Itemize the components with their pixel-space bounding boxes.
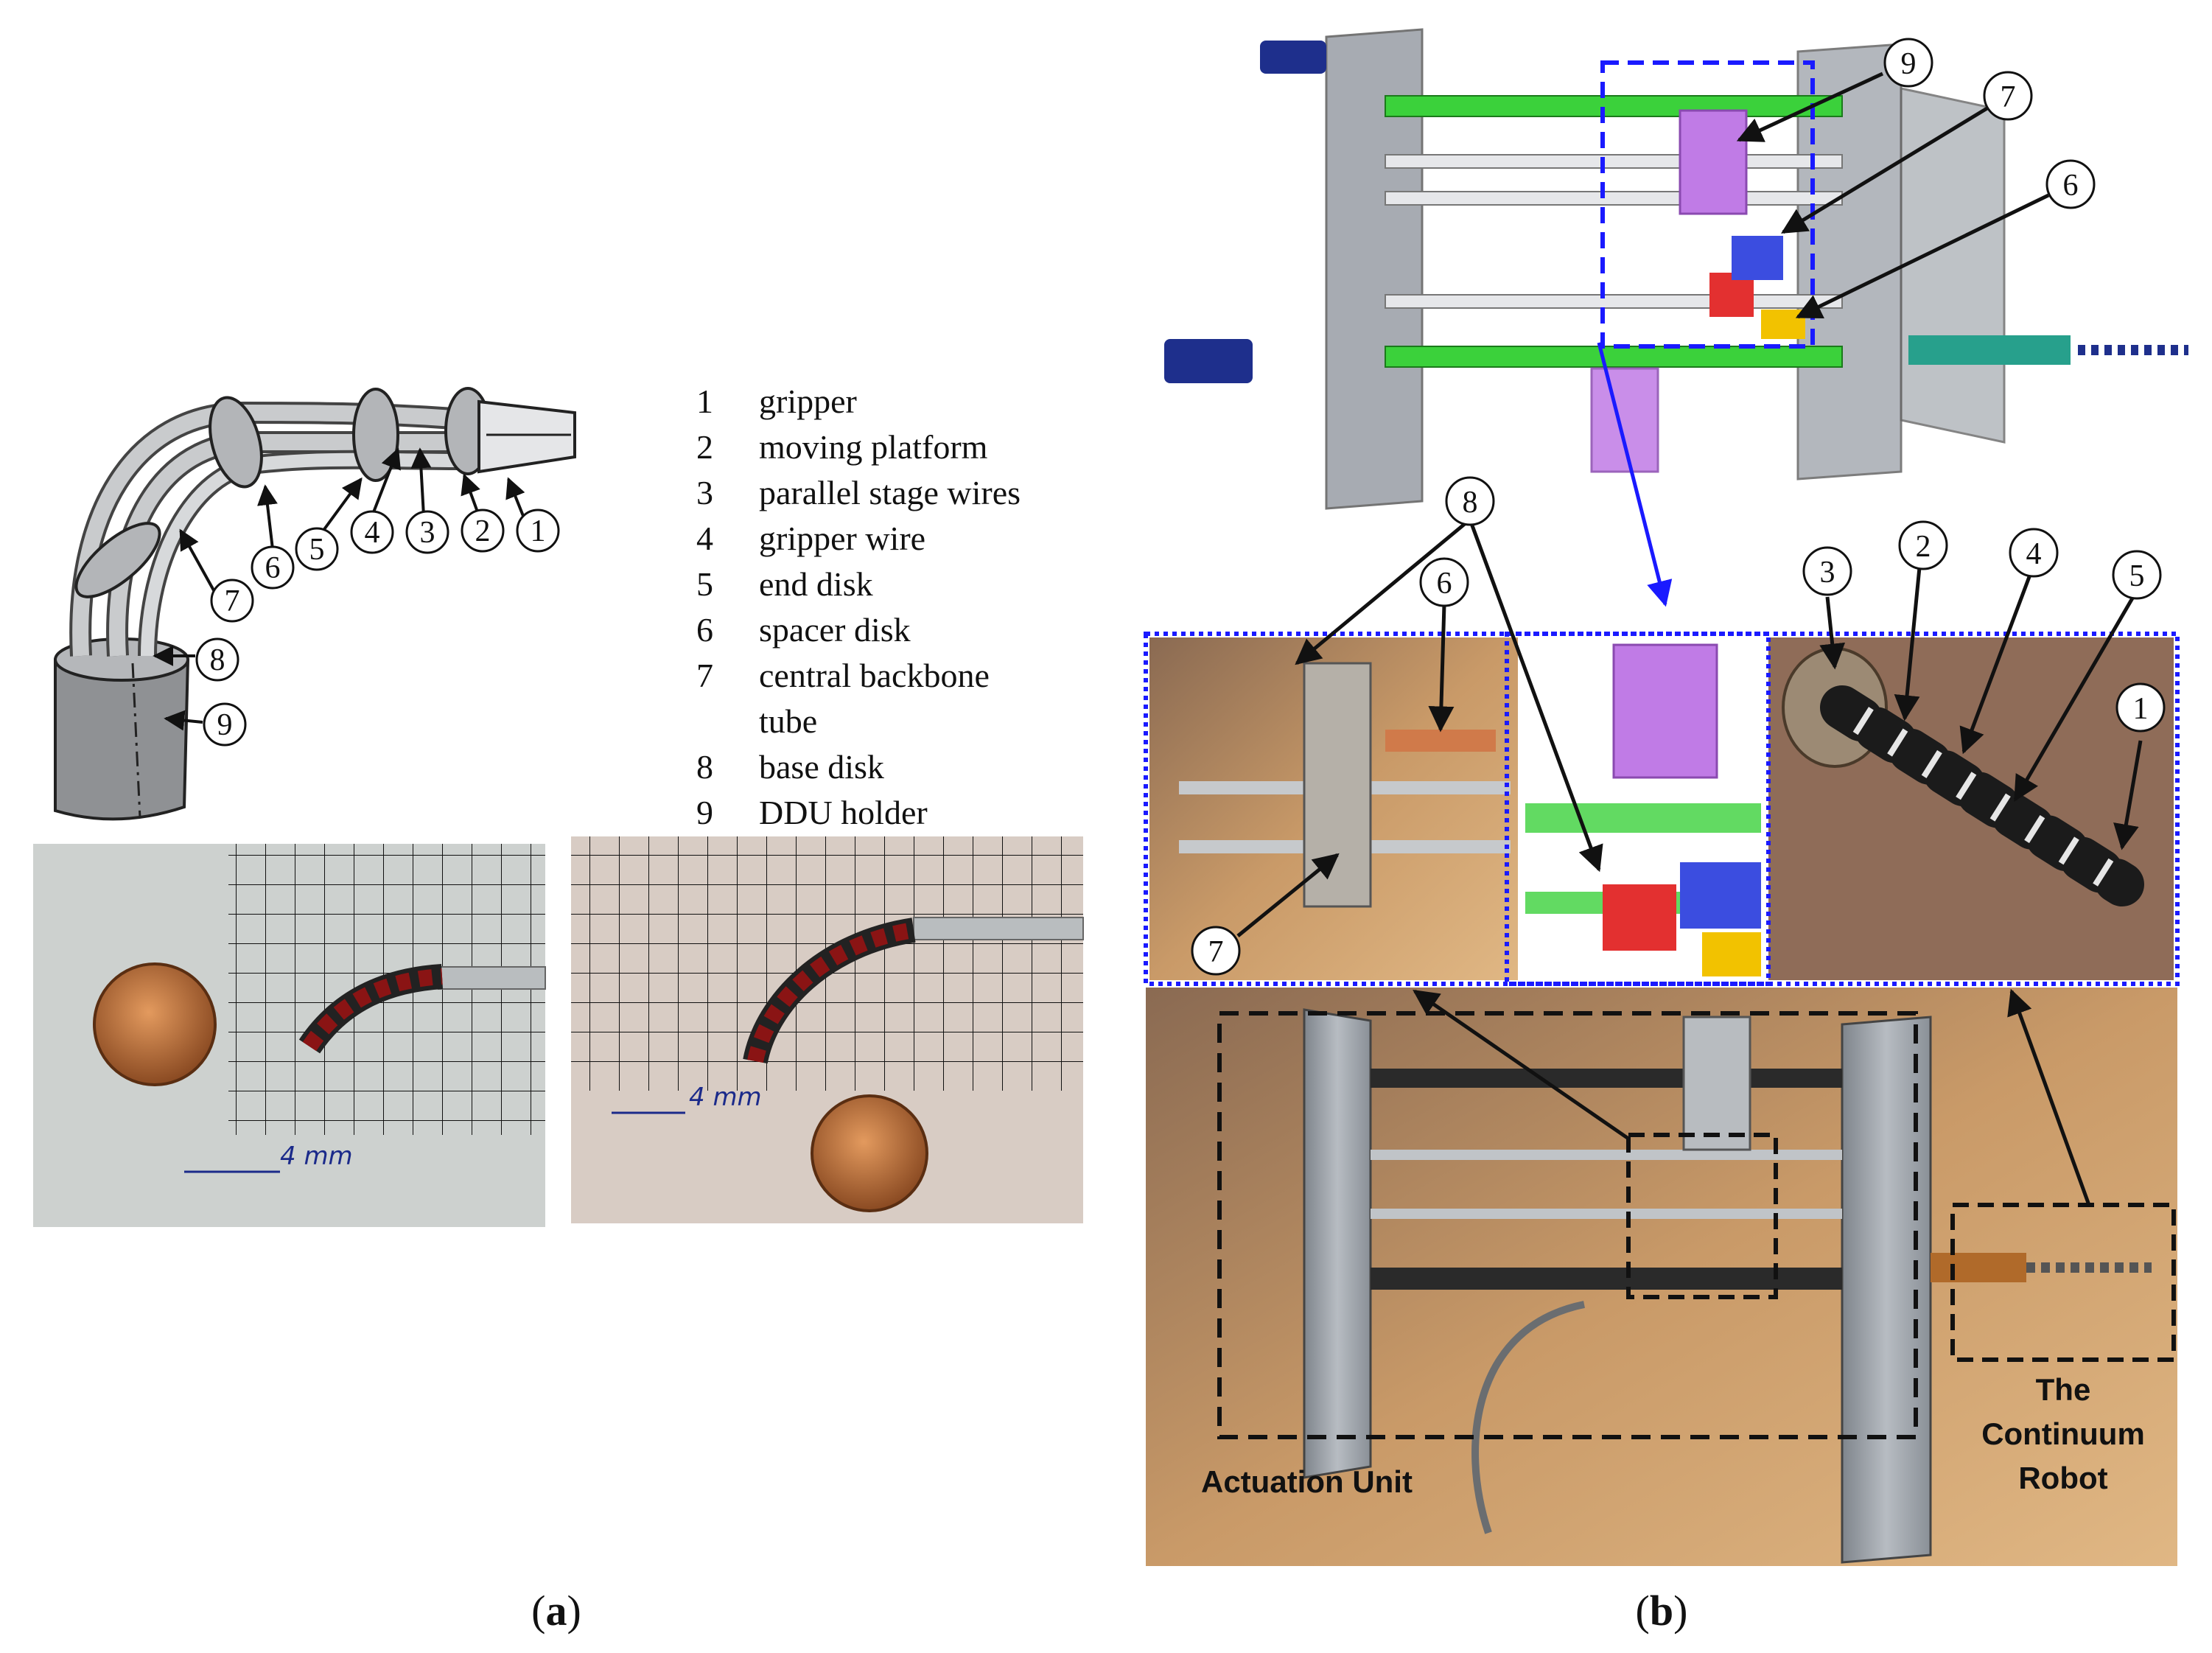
legend-label: gripper xyxy=(759,382,857,420)
svg-text:2: 2 xyxy=(696,428,713,466)
schematic-drawing: 1 2 3 4 5 6 7 8 9 xyxy=(54,387,576,821)
callout-b-1: 1 xyxy=(2115,682,2166,733)
svg-text:7: 7 xyxy=(225,584,240,618)
callout-b-4: 4 xyxy=(2009,528,2059,578)
svg-text:4 mm: 4 mm xyxy=(280,1142,353,1171)
svg-text:9: 9 xyxy=(696,794,713,831)
callout-b-9: 9 xyxy=(1883,38,1933,88)
callout-b-2: 2 xyxy=(1898,520,1948,570)
svg-text:4 mm: 4 mm xyxy=(689,1083,762,1112)
svg-text:moving platform: moving platform xyxy=(759,428,988,466)
cad-rendering xyxy=(1164,28,2188,510)
svg-text:8: 8 xyxy=(696,748,713,786)
callout-b-7-lower: 7 xyxy=(1191,926,1241,976)
svg-text:1: 1 xyxy=(531,514,546,548)
caption-a: (a) xyxy=(531,1587,581,1635)
svg-text:6: 6 xyxy=(265,551,281,585)
penny xyxy=(811,1094,928,1212)
svg-text:5: 5 xyxy=(309,533,325,567)
callout-b-3: 3 xyxy=(1802,546,1852,596)
svg-text:8: 8 xyxy=(210,643,225,677)
callout-a-3: 3 xyxy=(405,510,449,554)
legend-num: 1 xyxy=(696,382,713,420)
svg-text:7: 7 xyxy=(2001,80,2016,114)
svg-text:3: 3 xyxy=(696,474,713,511)
callout-a-6: 6 xyxy=(251,545,295,590)
svg-text:8: 8 xyxy=(1463,486,1478,520)
svg-text:end disk: end disk xyxy=(759,565,873,603)
callout-a-9: 9 xyxy=(203,702,247,747)
blue-dashed-zoom-box xyxy=(1600,60,1815,349)
continuum-robot-label-3: Robot xyxy=(2018,1461,2107,1495)
svg-text:6: 6 xyxy=(696,611,713,649)
svg-text:3: 3 xyxy=(420,516,435,550)
svg-text:2: 2 xyxy=(1916,530,1931,564)
system-photo xyxy=(1146,988,2177,1566)
svg-text:5: 5 xyxy=(696,565,713,603)
svg-text:6: 6 xyxy=(1437,567,1452,601)
grid-photo-left: 4 mm xyxy=(33,844,546,1227)
callout-a-8: 8 xyxy=(195,637,239,682)
callout-a-7: 7 xyxy=(210,579,254,623)
callout-a-2: 2 xyxy=(461,509,505,553)
svg-text:5: 5 xyxy=(2129,559,2145,593)
svg-text:parallel stage wires: parallel stage wires xyxy=(759,474,1021,511)
svg-text:central backbone: central backbone xyxy=(759,657,990,694)
svg-text:4: 4 xyxy=(365,516,380,550)
penny xyxy=(93,962,217,1086)
grid-photo-right: 4 mm xyxy=(571,836,1084,1223)
callout-b-6: 6 xyxy=(2045,159,2096,209)
svg-text:9: 9 xyxy=(1901,47,1917,81)
svg-text:tube: tube xyxy=(759,702,817,740)
svg-text:2: 2 xyxy=(475,514,491,548)
svg-text:4: 4 xyxy=(2026,537,2042,571)
svg-text:4: 4 xyxy=(696,520,713,557)
continuum-robot-label-1: The xyxy=(2036,1372,2091,1407)
svg-text:1: 1 xyxy=(2133,692,2149,726)
caption-b: (b) xyxy=(1636,1587,1688,1635)
actuation-unit-label: Actuation Unit xyxy=(1201,1464,1413,1499)
svg-text:9: 9 xyxy=(217,708,233,742)
callout-b-7: 7 xyxy=(1983,71,2033,121)
svg-text:7: 7 xyxy=(1208,935,1224,969)
callout-a-1: 1 xyxy=(516,509,560,553)
zoom-strip xyxy=(1144,632,2180,986)
svg-text:3: 3 xyxy=(1820,556,1835,590)
continuum-robot-label-2: Continuum xyxy=(1981,1416,2145,1451)
callouts-b: 9 7 6 8 6 3 2 4 5 1 7 xyxy=(1191,38,2166,976)
callout-b-5: 5 xyxy=(2112,550,2162,600)
parts-legend: 1 gripper 2 moving platform 3 parallel s… xyxy=(696,382,1021,831)
callout-a-5: 5 xyxy=(295,527,339,571)
continuum-robot-box xyxy=(1950,1203,2176,1362)
callout-b-6-lower: 6 xyxy=(1419,557,1469,607)
svg-text:base disk: base disk xyxy=(759,748,884,786)
svg-text:DDU holder: DDU holder xyxy=(759,794,928,831)
svg-text:gripper wire: gripper wire xyxy=(759,520,925,557)
svg-text:7: 7 xyxy=(696,657,713,694)
callout-a-4: 4 xyxy=(350,510,394,554)
svg-text:spacer disk: spacer disk xyxy=(759,611,911,649)
callout-b-8: 8 xyxy=(1445,476,1495,526)
svg-text:6: 6 xyxy=(2063,169,2079,203)
